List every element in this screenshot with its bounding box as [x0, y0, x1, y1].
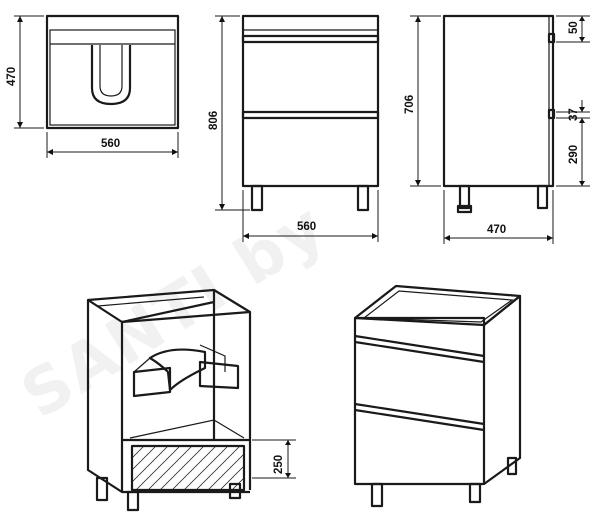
- hatch-pattern: [131, 445, 245, 491]
- closed-cabinet-view: [353, 284, 522, 508]
- front-view: 806 560: [208, 14, 380, 242]
- front-width-label: 560: [297, 221, 316, 233]
- open-cabinet-view: 250: [86, 288, 296, 512]
- top-depth-label: 470: [6, 67, 18, 86]
- top-width-label: 560: [101, 138, 120, 150]
- front-height-label: 806: [208, 111, 220, 130]
- side-top-drawer-label: 50: [568, 21, 580, 34]
- top-view: 560 470: [6, 14, 180, 158]
- side-depth-label: 470: [487, 224, 506, 236]
- side-height-label: 706: [404, 95, 416, 114]
- open-bottom-height-label: 250: [273, 455, 285, 474]
- side-lower-label: 290: [568, 145, 580, 164]
- side-view: 706 50 37 290 470: [404, 14, 590, 244]
- side-gap-label: 37: [568, 108, 580, 121]
